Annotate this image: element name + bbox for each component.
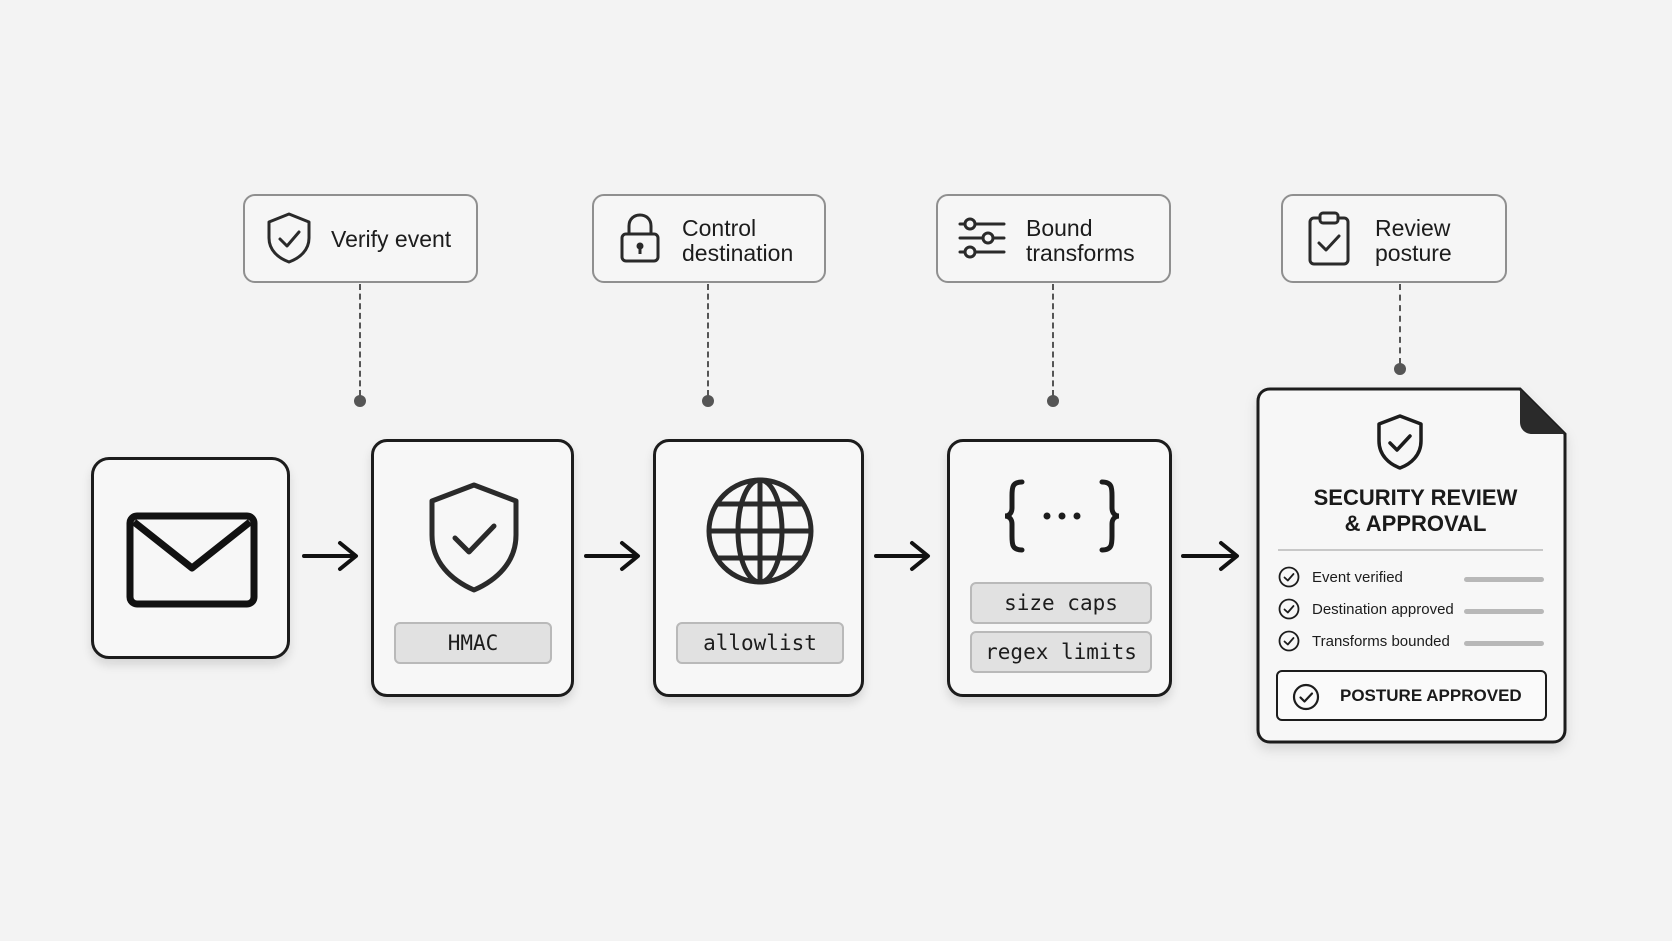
curly-braces-icon — [1002, 478, 1122, 559]
shield-check-icon — [424, 480, 524, 601]
stage-transforms: size caps regex limits — [947, 439, 1172, 697]
connector-dot — [702, 395, 714, 407]
document-title: SECURITY REVIEW & APPROVAL — [1313, 485, 1518, 536]
chip-allowlist: allowlist — [676, 622, 844, 664]
chip-regex-limits: regex limits — [970, 631, 1152, 673]
check-item-event-verified: Event verified — [1278, 565, 1403, 589]
chip-hmac: HMAC — [394, 622, 552, 664]
flow-arrow — [874, 539, 932, 578]
label-control-destination: Control destination — [592, 194, 826, 283]
globe-icon — [704, 475, 816, 592]
connector-line — [1399, 284, 1401, 364]
label-text: Control destination — [682, 215, 794, 266]
label-bound-transforms: Bound transforms — [936, 194, 1171, 283]
envelope-icon — [126, 512, 258, 613]
check-circle-icon — [1292, 683, 1320, 711]
label-review-posture: Review posture — [1281, 194, 1507, 283]
check-bar — [1464, 641, 1544, 646]
stage-email — [91, 457, 290, 659]
stage-hmac: HMAC — [371, 439, 574, 697]
check-item-transforms-bounded: Transforms bounded — [1278, 629, 1450, 653]
stage-allowlist: allowlist — [653, 439, 864, 697]
connector-line — [359, 284, 361, 396]
shield-check-icon — [263, 210, 315, 266]
check-circle-icon — [1278, 598, 1300, 620]
check-bar — [1464, 577, 1544, 582]
label-verify-event: Verify event — [243, 194, 478, 283]
posture-approved-badge: POSTURE APPROVED — [1276, 670, 1547, 721]
check-circle-icon — [1278, 566, 1300, 588]
label-text: Verify event — [331, 226, 452, 252]
connector-dot — [1394, 363, 1406, 375]
document-outline — [1256, 387, 1567, 744]
flow-arrow — [1181, 539, 1241, 578]
connector-dot — [354, 395, 366, 407]
label-text: Review posture — [1375, 215, 1452, 266]
sliders-icon — [956, 210, 1008, 266]
flow-arrow — [302, 539, 360, 578]
check-circle-icon — [1278, 630, 1300, 652]
label-text: Bound transforms — [1026, 215, 1135, 266]
security-review-document: SECURITY REVIEW & APPROVAL Event verifie… — [1256, 387, 1567, 744]
connector-dot — [1047, 395, 1059, 407]
flow-arrow — [584, 539, 642, 578]
posture-approved-label: POSTURE APPROVED — [1340, 686, 1522, 705]
shield-check-icon — [1375, 413, 1425, 476]
chip-size-caps: size caps — [970, 582, 1152, 624]
clipboard-check-icon — [1303, 210, 1355, 266]
check-item-destination-approved: Destination approved — [1278, 597, 1454, 621]
check-bar — [1464, 609, 1544, 614]
connector-line — [1052, 284, 1054, 396]
divider — [1278, 549, 1543, 551]
connector-line — [707, 284, 709, 396]
padlock-icon — [614, 210, 666, 266]
